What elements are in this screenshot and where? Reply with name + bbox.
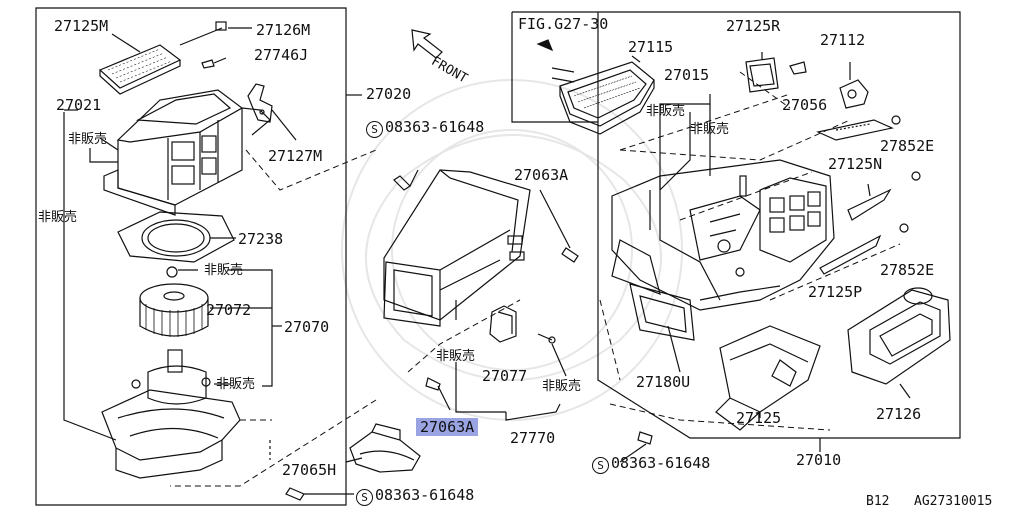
gasket-27238	[117, 211, 235, 263]
nut	[166, 266, 178, 278]
part-27852e-top-label: 27852E	[880, 137, 935, 155]
right-group-frame	[511, 11, 961, 439]
part-27180u-label: 27180U	[636, 373, 691, 391]
part-27112-label: 27112	[820, 31, 866, 49]
part-27125-label: 27125	[736, 409, 782, 427]
part-27015-label: 27015	[664, 66, 710, 84]
not-for-sale-label: 非販売	[68, 132, 108, 147]
not-for-sale-label: 非販売	[646, 104, 686, 119]
part-27126m-label: 27126M	[256, 21, 311, 39]
part-27125r-label: 27125R	[726, 17, 781, 35]
intake-box-27021	[103, 89, 271, 216]
screw-right	[619, 431, 653, 463]
part-27127m-label: 27127M	[268, 147, 323, 165]
not-for-sale-label: 非販売	[216, 377, 256, 392]
fan-27072	[139, 283, 209, 337]
duct-27770	[383, 169, 531, 327]
part-27125p-label: 27125P	[808, 283, 863, 301]
not-for-sale-label: 非販売	[690, 122, 730, 137]
figure-reference-label: FIG.G27-30	[518, 15, 609, 33]
part-27065h-label: 27065H	[282, 461, 337, 479]
diagram-code: AG27310015	[914, 494, 993, 509]
clip-27065h	[349, 423, 421, 473]
part-27020-label: 27020	[366, 85, 412, 103]
left-group-frame	[35, 7, 362, 506]
seal-27125r	[745, 52, 779, 93]
part-27021-label: 27021	[56, 96, 102, 114]
page-number: B12	[866, 494, 890, 509]
part-27072-label: 27072	[206, 301, 252, 319]
heater-unit-27015	[611, 159, 835, 311]
part-27238-label: 27238	[238, 230, 284, 248]
part-27115-label: 27115	[628, 38, 674, 56]
seal-27125p	[819, 234, 882, 275]
dashed-guides	[170, 71, 901, 487]
part-27077-label: 27077	[482, 367, 528, 385]
part-27770-label: 27770	[510, 429, 556, 447]
part-27070-label: 27070	[284, 318, 330, 336]
clip-screw	[789, 61, 807, 75]
part-27056-label: 27056	[782, 96, 828, 114]
part-27126-label: 27126	[876, 405, 922, 423]
door-27056	[816, 115, 901, 141]
standard-part-icon: S	[356, 489, 373, 506]
part-27125m-label: 27125M	[54, 17, 109, 35]
bracket-27127m	[247, 83, 297, 141]
part-27063a-highlighted-label[interactable]: 27063A	[416, 418, 479, 436]
duct-27180u	[629, 283, 695, 373]
actuator-27077	[489, 305, 517, 343]
duct-27126	[847, 287, 951, 399]
not-for-sale-label: 非販売	[436, 349, 476, 364]
part-27063a-label: 27063A	[514, 166, 569, 184]
filter-27125m	[98, 44, 182, 95]
part-27125n-label: 27125N	[828, 155, 883, 173]
standard-part-icon: S	[366, 121, 383, 138]
not-for-sale-label: 非販売	[204, 263, 244, 278]
motor-27112	[839, 62, 869, 109]
seal-27125n	[847, 183, 892, 221]
motor-housing-27070	[101, 349, 241, 479]
clip-27852e-top	[911, 171, 921, 181]
standard-part-icon: S	[592, 457, 609, 474]
part-27746j-label: 27746J	[254, 46, 309, 64]
part-27852e-bottom-label: 27852E	[880, 261, 935, 279]
duct-27125	[715, 325, 821, 431]
not-for-sale-label: 非販売	[38, 210, 78, 225]
part-27010-label: 27010	[796, 451, 842, 469]
not-for-sale-label: 非販売	[542, 379, 582, 394]
screw-left	[393, 169, 419, 191]
front-arrow	[411, 29, 443, 59]
rod-27126m	[179, 21, 252, 69]
heater-core-27115	[551, 55, 655, 135]
fig-arrow	[536, 39, 554, 52]
clip-27852e-bot	[899, 223, 909, 233]
screw-bottom	[285, 487, 354, 501]
